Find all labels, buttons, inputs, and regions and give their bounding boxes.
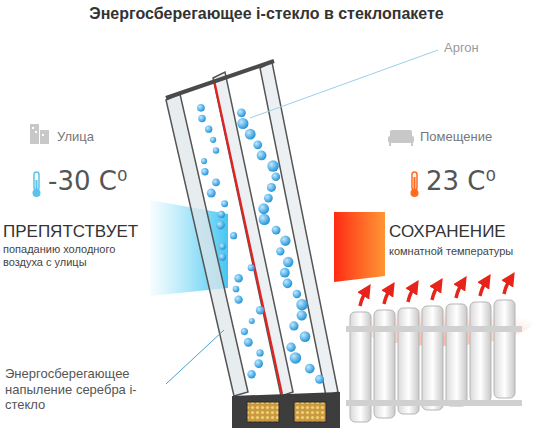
argon-bubble: [315, 375, 324, 384]
radiator: [346, 278, 522, 422]
argon-bubble: [233, 286, 240, 293]
argon-bubble: [213, 147, 219, 153]
argon-bubbles: [197, 104, 324, 384]
argon-bubble: [283, 279, 293, 289]
argon-bubble: [247, 370, 255, 378]
radiator-fin: [446, 304, 467, 406]
leader-line: [250, 50, 438, 118]
thermometer-warm: [411, 172, 419, 197]
argon-bubble: [258, 203, 269, 214]
argon-bubble: [244, 338, 253, 347]
argon-bubble: [221, 200, 228, 207]
argon-bubble: [230, 232, 237, 239]
warm-air-beam: [334, 212, 385, 282]
argon-bubble: [280, 236, 290, 246]
silver-coating-line: [214, 80, 282, 394]
argon-bubble: [280, 268, 290, 278]
heat-arrow: [504, 278, 511, 294]
heat-arrow: [384, 288, 391, 304]
heat-arrow: [480, 280, 487, 296]
temperature-value: 23 C⁰: [426, 166, 526, 197]
gas-label: Аргон: [444, 40, 524, 56]
argon-bubble: [305, 364, 315, 374]
heat-arrow: [408, 286, 415, 302]
argon-bubble: [201, 158, 207, 164]
thermometer-cold: [33, 172, 41, 197]
radiator-fin: [398, 308, 419, 414]
frame-profile: [232, 392, 340, 428]
argon-bubble: [218, 211, 225, 218]
argon-bubble: [249, 318, 255, 324]
effect-note: попаданию холодного воздуха с улицы: [3, 243, 143, 269]
argon-bubble: [297, 310, 307, 320]
argon-bubble: [198, 115, 206, 123]
argon-bubble: [216, 221, 225, 230]
side-label: Помещение: [420, 129, 520, 145]
argon-bubble: [290, 352, 302, 364]
argon-bubble: [257, 151, 267, 161]
argon-bubble: [245, 129, 256, 140]
argon-bubble: [296, 299, 307, 310]
argon-bubble: [237, 108, 246, 117]
argon-bubble: [276, 247, 284, 255]
argon-bubble: [293, 290, 301, 298]
argon-bubble: [253, 140, 262, 149]
sofa-icon: [388, 130, 414, 146]
argon-bubble: [241, 328, 248, 335]
heat-arrow: [432, 284, 439, 300]
side-label: Улица: [57, 129, 147, 145]
argon-bubble: [254, 359, 263, 368]
argon-bubble: [267, 160, 278, 171]
argon-bubble: [259, 214, 270, 225]
argon-bubble: [207, 189, 216, 198]
argon-bubble: [300, 331, 311, 342]
radiator-pipe: [346, 400, 522, 406]
argon-bubble: [286, 343, 295, 352]
argon-bubble: [267, 183, 276, 192]
glass-panes: [166, 62, 338, 396]
effect-note: комнатной температуры: [389, 245, 529, 258]
argon-bubble: [248, 264, 255, 271]
radiator-pipe: [346, 326, 522, 332]
argon-bubble: [234, 274, 243, 283]
heat-arrow: [360, 290, 367, 306]
argon-bubble: [234, 295, 242, 303]
radiator-fin: [470, 302, 491, 402]
diagram-title: Энергосберегающее i-стекло в стеклопакет…: [0, 4, 533, 23]
temperature-value: -30 C⁰: [48, 166, 158, 197]
argon-bubble: [205, 126, 212, 133]
radiator-fin: [494, 300, 515, 398]
effect-heading: ПРЕПЯТСТВУЕТ: [3, 222, 148, 242]
argon-bubble: [201, 168, 208, 175]
argon-bubble: [237, 118, 248, 129]
argon-bubble: [210, 137, 216, 143]
effect-heading: СОХРАНЕНИЕ: [389, 222, 529, 242]
argon-bubble: [264, 194, 273, 203]
argon-bubble: [271, 172, 280, 181]
coating-label: Энергосберегающее напыление серебра i-ст…: [5, 366, 160, 413]
argon-bubble: [256, 349, 263, 356]
argon-bubble: [197, 104, 205, 112]
argon-bubble: [219, 253, 226, 260]
argon-bubble: [283, 257, 293, 267]
radiator-fin: [422, 306, 443, 410]
argon-bubble: [289, 321, 298, 330]
argon-bubble: [219, 243, 226, 250]
argon-bubble: [212, 179, 220, 187]
argon-bubble: [272, 226, 281, 235]
building-icon: [30, 124, 49, 144]
heat-arrow: [456, 282, 463, 298]
leader-line: [166, 330, 224, 384]
frame-top: [166, 61, 274, 98]
argon-bubble: [256, 306, 265, 315]
